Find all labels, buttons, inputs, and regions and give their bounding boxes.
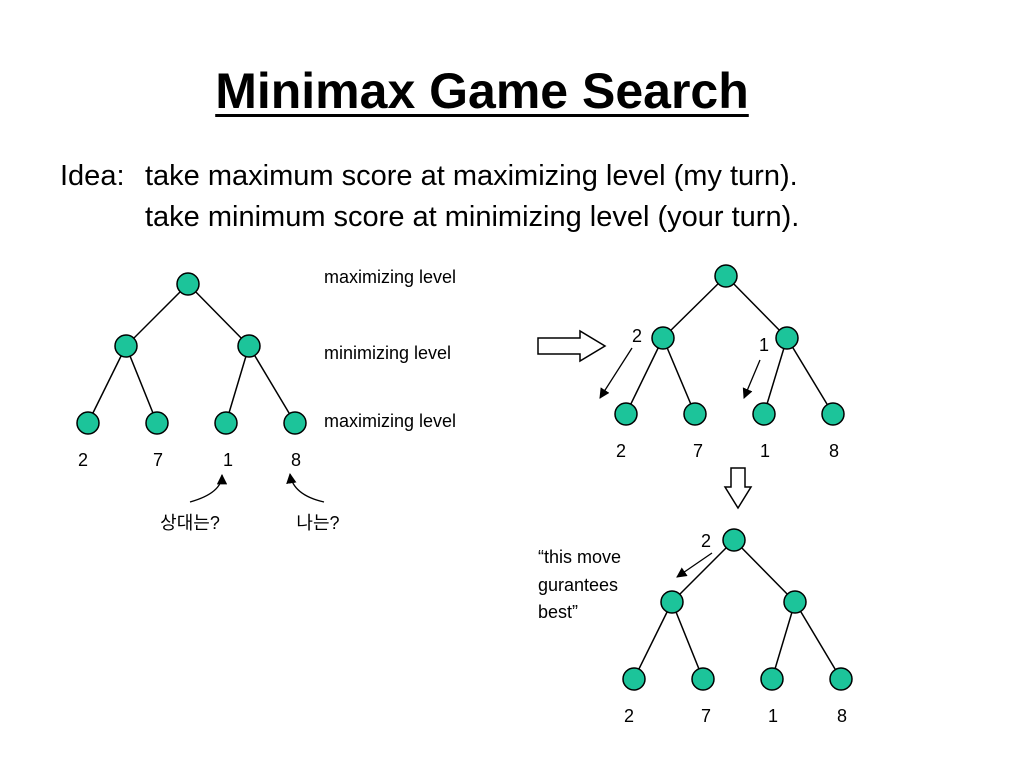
curved-arrow: [189, 473, 228, 503]
tree-a-leaf-value: 1: [223, 450, 233, 470]
tree-edge: [125, 345, 158, 424]
tree-c-leaf-value: 1: [768, 706, 778, 726]
right-arrow-icon: [537, 329, 607, 363]
level-label-max: maximizing level: [324, 411, 456, 431]
propagation-arrow: [599, 347, 633, 399]
tree-edge: [725, 275, 788, 339]
note: “this move gurantees best”: [538, 547, 621, 622]
tree-edge: [662, 337, 696, 415]
down-arrow-icon: [723, 467, 753, 510]
tree-a-leaf-node: [76, 411, 100, 435]
idea-line-1: take maximum score at maximizing level (…: [145, 160, 798, 192]
tree-b-leaf-node: [752, 402, 776, 426]
tree-edge: [786, 337, 834, 415]
tree-b-leaf-node: [683, 402, 707, 426]
tree-edge: [87, 345, 127, 424]
curved-arrow: [286, 472, 325, 503]
tree-edge: [771, 601, 796, 680]
tree-c-leaf-node: [829, 667, 853, 691]
tree-a: [87, 283, 296, 424]
tree-c-min-node: [783, 590, 807, 614]
slide-title: Minimax Game Search: [215, 63, 749, 119]
idea-line-2: take minimum score at minimizing level (…: [145, 201, 800, 233]
tree-c-leaf-node: [691, 667, 715, 691]
tree-edge: [625, 337, 664, 415]
tree-a-nodes: [76, 272, 307, 435]
tree-b-leaf-value: 1: [760, 441, 770, 461]
tree-c-root-node: [722, 528, 746, 552]
note-line: gurantees: [538, 575, 618, 595]
tree-c-nodes: [622, 528, 853, 691]
tree-a-leaf-node: [283, 411, 307, 435]
tree-edge: [733, 539, 796, 603]
tree-a-leaf-value: 2: [78, 450, 88, 470]
level-label-max: maximizing level: [324, 267, 456, 287]
tree-edge: [671, 539, 735, 603]
note-line: best”: [538, 602, 578, 622]
tree-b-min-value: 2: [632, 326, 642, 346]
tree-a-leaf-value: 7: [153, 450, 163, 470]
tree-b-nodes: [614, 264, 845, 426]
tree-b: [625, 275, 834, 415]
tree-edge: [794, 601, 842, 680]
tree-edge: [633, 601, 673, 680]
note-line: “this move: [538, 547, 621, 567]
tree-b-min-value: 1: [759, 335, 769, 355]
tree-b-leaf-value: 2: [616, 441, 626, 461]
propagation-arrow: [742, 359, 761, 399]
tree-c-leaf-node: [760, 667, 784, 691]
tree-edge: [763, 337, 788, 415]
tree-edge: [187, 283, 250, 347]
tree-edge: [671, 601, 704, 680]
tree-a-leaf-value: 8: [291, 450, 301, 470]
tree-b-leaf-value: 8: [829, 441, 839, 461]
propagation-arrow: [676, 552, 713, 578]
tree-b-leaf-node: [821, 402, 845, 426]
tree-b-leaf-value: 7: [693, 441, 703, 461]
tree-c-leaf-value: 8: [837, 706, 847, 726]
tree-a-leaf-node: [145, 411, 169, 435]
tree-edge: [248, 345, 296, 424]
tree-c-leaf-value: 2: [624, 706, 634, 726]
tree-a-leaf-node: [214, 411, 238, 435]
tree-a-min-node: [114, 334, 138, 358]
tree-edge: [662, 275, 727, 339]
question-me: 나는?: [296, 513, 339, 533]
idea-prefix: Idea:: [60, 160, 125, 192]
tree-c: [633, 539, 842, 680]
level-label-min: minimizing level: [324, 343, 451, 363]
tree-c-leaf-node: [622, 667, 646, 691]
tree-edge: [125, 283, 189, 347]
question-opponent: 상대는?: [160, 513, 220, 533]
tree-edge: [225, 345, 250, 424]
tree-c-root-value: 2: [701, 531, 711, 551]
tree-a-min-node: [237, 334, 261, 358]
tree-b-leaf-node: [614, 402, 638, 426]
tree-b-min-node: [775, 326, 799, 350]
tree-a-root-node: [176, 272, 200, 296]
tree-b-root-node: [714, 264, 738, 288]
tree-b-min-node: [651, 326, 675, 350]
tree-c-leaf-value: 7: [701, 706, 711, 726]
tree-c-min-node: [660, 590, 684, 614]
